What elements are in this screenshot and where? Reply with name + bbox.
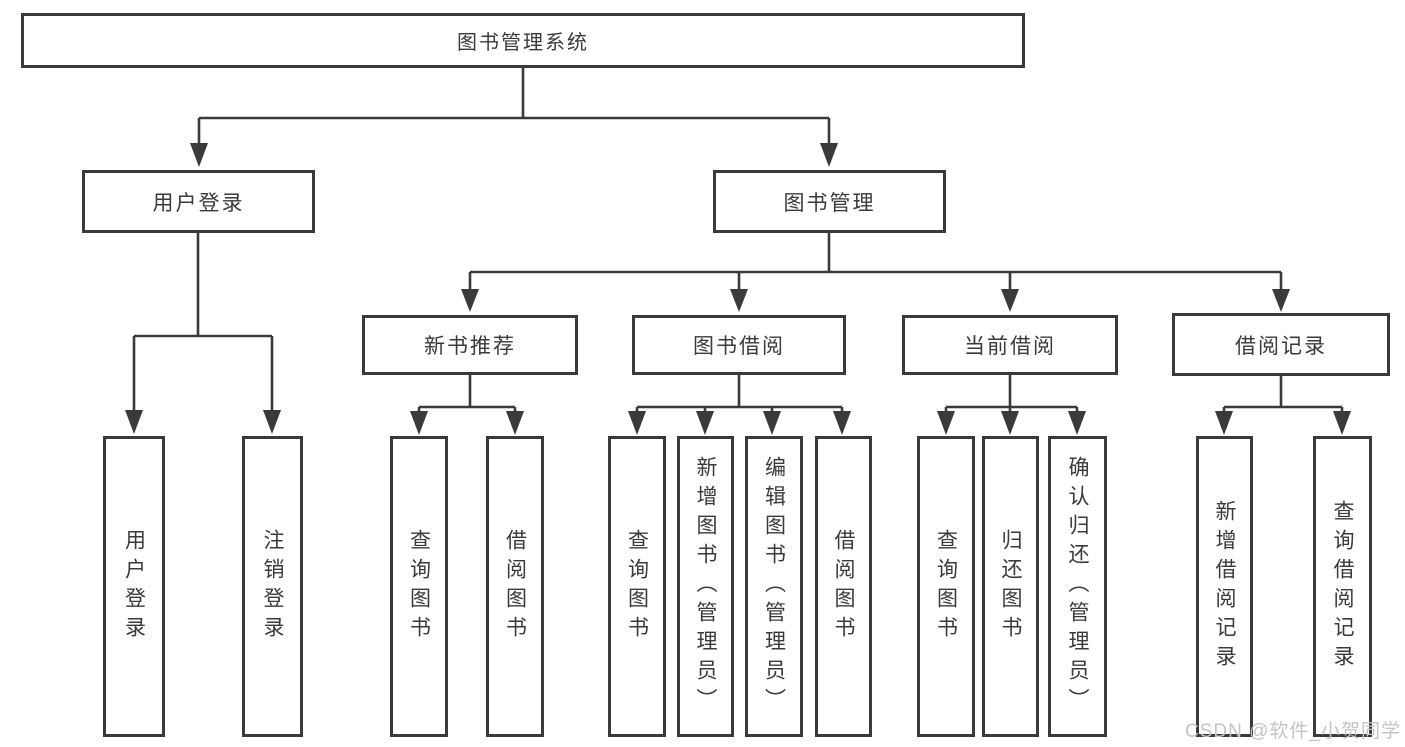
arrow-down-icon xyxy=(263,410,281,434)
leaf-logout: 注销登录 xyxy=(242,436,303,737)
arrow-down-icon xyxy=(820,143,838,167)
node-new-book-recommend: 新书推荐 xyxy=(362,315,578,375)
leaf-add-books-admin-label: 新增图书（管理员） xyxy=(694,456,717,717)
leaf-user-login-label: 用户登录 xyxy=(122,528,146,645)
arrow-down-icon xyxy=(833,411,851,435)
leaf-add-borrow-record: 新增借阅记录 xyxy=(1196,436,1253,737)
node-book-management-label: 图书管理 xyxy=(783,191,876,215)
node-current-borrow: 当前借阅 xyxy=(902,315,1118,375)
connectors-root-to-level2 xyxy=(190,68,838,167)
node-root: 图书管理系统 xyxy=(21,13,1025,68)
arrow-down-icon xyxy=(125,410,143,434)
leaf-query-books-1: 查询图书 xyxy=(390,436,448,737)
arrow-down-icon xyxy=(190,143,208,167)
connectors-book-borrow-children xyxy=(628,375,851,435)
arrow-down-icon xyxy=(937,411,955,435)
leaf-query-borrow-record-label: 查询借阅记录 xyxy=(1331,499,1354,674)
leaf-borrow-books-1-label: 借阅图书 xyxy=(503,528,527,645)
node-current-borrow-label: 当前借阅 xyxy=(964,335,1056,358)
arrow-down-icon xyxy=(1001,289,1019,312)
arrow-down-icon xyxy=(696,411,714,435)
node-new-book-recommend-label: 新书推荐 xyxy=(424,335,516,358)
arrow-down-icon xyxy=(628,411,646,435)
arrow-down-icon xyxy=(1272,289,1290,312)
connectors-current-borrow-children xyxy=(937,375,1086,435)
leaf-user-login: 用户登录 xyxy=(103,436,165,737)
arrow-down-icon xyxy=(1333,411,1351,435)
node-borrow-records: 借阅记录 xyxy=(1172,313,1390,376)
arrow-down-icon xyxy=(730,289,748,312)
leaf-query-books-2: 查询图书 xyxy=(608,436,666,737)
node-book-borrow-label: 图书借阅 xyxy=(693,335,785,358)
node-book-borrow: 图书借阅 xyxy=(632,315,846,375)
node-borrow-records-label: 借阅记录 xyxy=(1235,334,1327,358)
connectors-user-login-children xyxy=(125,233,281,434)
leaf-query-books-1-label: 查询图书 xyxy=(407,528,431,645)
leaf-confirm-return-admin-label: 确认归还（管理员） xyxy=(1066,456,1089,717)
arrow-down-icon xyxy=(1068,411,1086,435)
arrow-down-icon xyxy=(461,289,479,312)
node-user-login-label: 用户登录 xyxy=(152,191,245,215)
csdn-watermark: CSDN @软件_小贺同学 xyxy=(1185,721,1401,742)
arrow-down-icon xyxy=(1001,411,1019,435)
arrow-down-icon xyxy=(1215,411,1233,435)
leaf-query-books-3: 查询图书 xyxy=(917,436,975,737)
leaf-return-books-label: 归还图书 xyxy=(999,528,1022,645)
leaf-query-books-2-label: 查询图书 xyxy=(625,528,649,645)
leaf-borrow-books-2: 借阅图书 xyxy=(815,436,872,737)
leaf-borrow-books-1: 借阅图书 xyxy=(486,436,544,737)
arrow-down-icon xyxy=(410,411,428,435)
node-root-label: 图书管理系统 xyxy=(457,32,589,54)
arrow-down-icon xyxy=(763,411,781,435)
leaf-query-books-3-label: 查询图书 xyxy=(934,528,958,645)
leaf-add-borrow-record-label: 新增借阅记录 xyxy=(1213,499,1236,674)
leaf-add-books-admin: 新增图书（管理员） xyxy=(677,436,734,737)
connectors-book-mgmt-children xyxy=(461,233,1290,312)
leaf-borrow-books-2-label: 借阅图书 xyxy=(832,528,855,645)
connectors-new-book-children xyxy=(410,375,524,435)
connectors-borrow-records-children xyxy=(1215,376,1351,435)
leaf-confirm-return-admin: 确认归还（管理员） xyxy=(1048,436,1107,737)
leaf-query-borrow-record: 查询借阅记录 xyxy=(1313,436,1372,737)
node-book-management: 图书管理 xyxy=(713,170,946,233)
leaf-edit-books-admin-label: 编辑图书（管理员） xyxy=(762,456,786,717)
leaf-return-books: 归还图书 xyxy=(982,436,1039,737)
node-user-login: 用户登录 xyxy=(82,170,315,233)
arrow-down-icon xyxy=(506,411,524,435)
leaf-logout-label: 注销登录 xyxy=(261,528,284,645)
leaf-edit-books-admin: 编辑图书（管理员） xyxy=(745,436,803,737)
